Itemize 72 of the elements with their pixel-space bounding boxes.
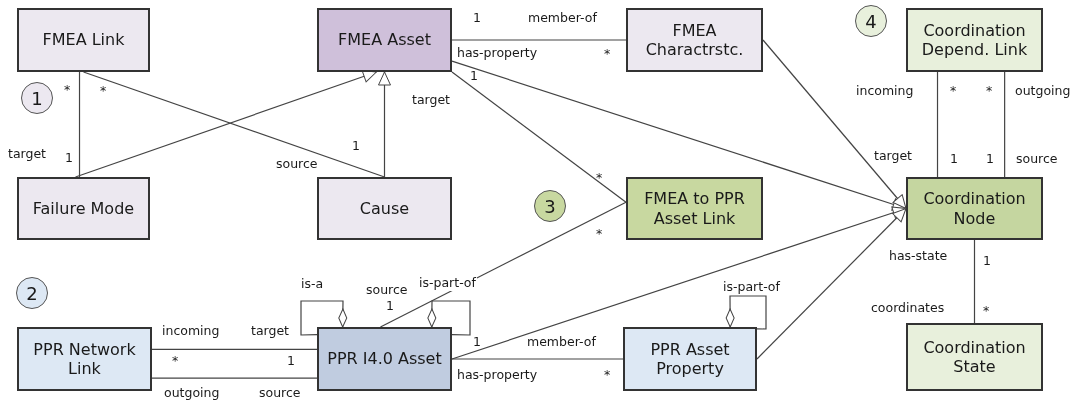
multiplicity-label: 1 <box>470 70 478 83</box>
class-box: PPR Network Link <box>17 327 152 391</box>
multiplicity-label: * <box>983 305 990 318</box>
class-box: Cause <box>317 177 452 240</box>
step-number-circle: 4 <box>855 5 887 37</box>
association-line <box>78 71 81 178</box>
multiplicity-label: 1 <box>986 153 994 166</box>
role-label: source <box>366 284 408 297</box>
role-label: outgoing <box>164 387 220 400</box>
role-label: target <box>874 150 912 163</box>
role-label: target <box>251 325 289 338</box>
multiplicity-label: 1 <box>65 152 73 165</box>
multiplicity-label: * <box>604 48 611 61</box>
step-number-circle: 1 <box>21 82 53 114</box>
role-label: has-state <box>889 250 948 263</box>
multiplicity-label: 1 <box>352 140 360 153</box>
role-label: has-property <box>457 47 538 60</box>
class-box: FMEA Charactrstc. <box>626 8 763 72</box>
multiplicity-label: 1 <box>386 300 394 313</box>
association-line <box>451 71 627 203</box>
association-line <box>151 348 318 350</box>
multiplicity-label: * <box>64 84 71 97</box>
edge-label: is-part-of <box>418 276 477 291</box>
class-box: FMEA Link <box>17 8 150 72</box>
multiplicity-label: * <box>100 85 107 98</box>
association-line <box>936 71 939 178</box>
multiplicity-label: 1 <box>473 336 481 349</box>
association-line <box>379 201 627 328</box>
generalization-arrow <box>378 71 391 178</box>
role-label: target <box>412 94 450 107</box>
aggregation-loop <box>300 300 348 336</box>
association-line <box>451 358 624 360</box>
multiplicity-label: * <box>596 172 603 185</box>
class-box: PPR I4.0 Asset <box>317 327 452 391</box>
multiplicity-label: * <box>986 85 993 98</box>
association-line <box>1004 71 1006 178</box>
class-box: Failure Mode <box>17 177 150 240</box>
generalization-arrow <box>756 207 907 360</box>
edge-label: is-part-of <box>722 280 781 295</box>
role-label: incoming <box>162 325 220 338</box>
multiplicity-label: 1 <box>983 255 991 268</box>
association-line <box>451 39 627 41</box>
multiplicity-label: 1 <box>473 12 481 25</box>
step-number-circle: 3 <box>534 190 566 222</box>
multiplicity-label: * <box>596 228 603 241</box>
role-label: outgoing <box>1015 85 1071 98</box>
class-box: Coordination Depend. Link <box>906 8 1043 72</box>
class-box: Coordination Node <box>906 177 1043 240</box>
multiplicity-label: 1 <box>950 153 958 166</box>
multiplicity-label: * <box>604 369 611 382</box>
class-box: FMEA to PPR Asset Link <box>626 177 763 240</box>
role-label: has-property <box>457 369 538 382</box>
generalization-arrow <box>762 39 907 210</box>
aggregation-loop <box>427 300 471 336</box>
class-box: PPR Asset Property <box>623 327 757 391</box>
multiplicity-label: * <box>172 355 179 368</box>
role-label: coordinates <box>871 302 945 315</box>
role-label: source <box>259 387 301 400</box>
role-label: source <box>1016 153 1058 166</box>
role-label: member-of <box>528 12 597 25</box>
role-label: target <box>8 148 46 161</box>
multiplicity-label: * <box>950 85 957 98</box>
step-number-circle: 2 <box>16 277 48 309</box>
multiplicity-label: 1 <box>287 355 295 368</box>
association-line <box>973 239 976 324</box>
role-label: member-of <box>527 336 596 349</box>
class-box: Coordination State <box>906 323 1043 391</box>
association-line <box>151 377 318 379</box>
class-box: FMEA Asset <box>317 8 452 72</box>
aggregation-loop <box>725 295 767 330</box>
role-label: incoming <box>856 85 914 98</box>
role-label: source <box>276 158 318 171</box>
